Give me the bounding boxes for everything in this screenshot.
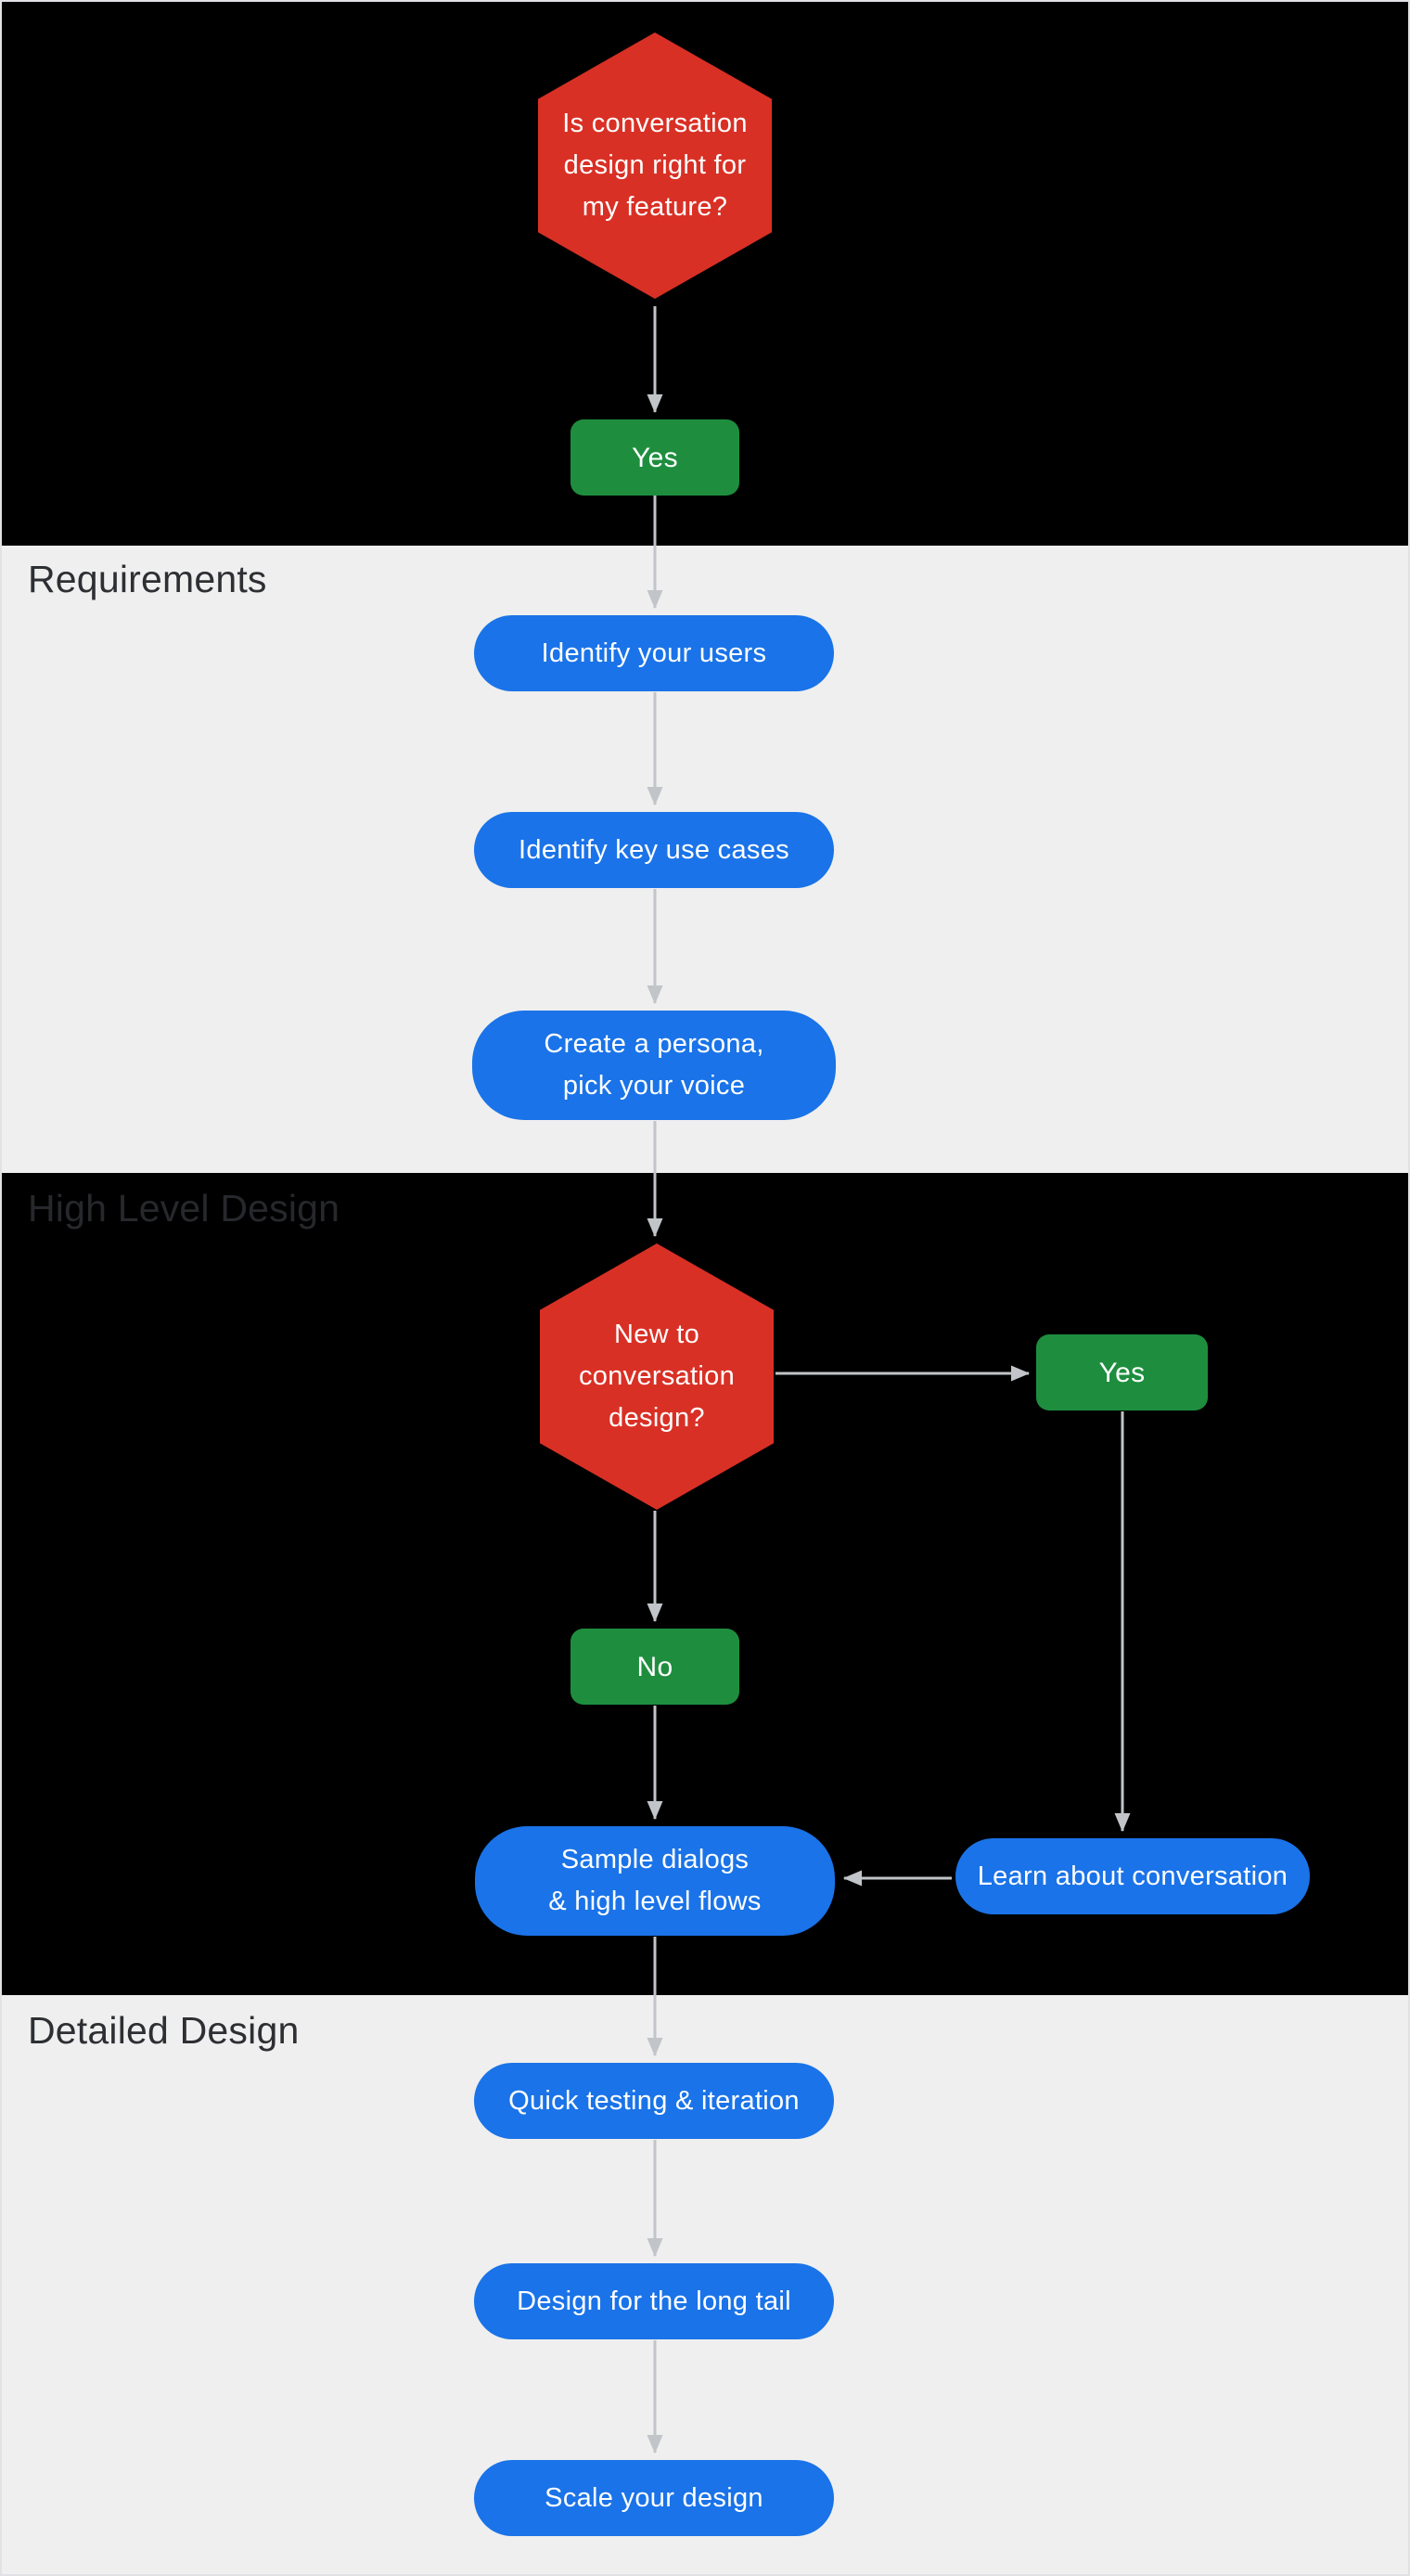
step-scale-your-design[interactable]: Scale your design [474,2460,834,2536]
step-scale-your-design-label: Scale your design [545,2482,763,2513]
step-create-persona-pick-voice-label: Create a persona, pick your voice [544,1029,764,1101]
decision-new-to-conversation-design-label: New to conversation design? [578,1320,736,1433]
step-sample-dialogs-high-level-flows-label: Sample dialogs & high level flows [548,1845,762,1916]
step-identify-your-users[interactable]: Identify your users [474,615,834,691]
step-quick-testing-iteration[interactable]: Quick testing & iteration [474,2063,834,2139]
answer-start-yes-label: Yes [632,442,678,473]
answer-new-no-button[interactable]: No [570,1629,739,1705]
step-identify-key-use-cases[interactable]: Identify key use cases [474,812,834,888]
section-label-high-level-design: High Level Design [28,1187,340,1230]
step-design-for-the-long-tail[interactable]: Design for the long tail [474,2263,834,2339]
decision-conversation-design-right-label: Is conversation design right for my feat… [562,109,748,222]
answer-new-no-label: No [636,1651,673,1682]
decision-new-to-conversation-design[interactable]: New to conversation design? [540,1243,774,1510]
step-identify-your-users-label: Identify your users [541,638,767,668]
step-quick-testing-iteration-label: Quick testing & iteration [508,2085,800,2116]
step-identify-key-use-cases-label: Identify key use cases [519,834,789,865]
decision-conversation-design-right[interactable]: Is conversation design right for my feat… [538,32,772,299]
answer-new-yes-button[interactable]: Yes [1036,1334,1208,1410]
step-design-for-the-long-tail-label: Design for the long tail [517,2286,791,2316]
answer-start-yes-button[interactable]: Yes [570,419,739,496]
section-label-detailed-design: Detailed Design [28,2009,300,2052]
step-create-persona-pick-voice[interactable]: Create a persona, pick your voice [472,1011,836,1120]
section-label-requirements: Requirements [28,558,267,600]
step-learn-about-conversation-label: Learn about conversation [977,1861,1288,1891]
step-sample-dialogs-high-level-flows[interactable]: Sample dialogs & high level flows [475,1826,835,1936]
step-learn-about-conversation[interactable]: Learn about conversation [955,1838,1310,1914]
answer-new-yes-label: Yes [1098,1357,1146,1388]
